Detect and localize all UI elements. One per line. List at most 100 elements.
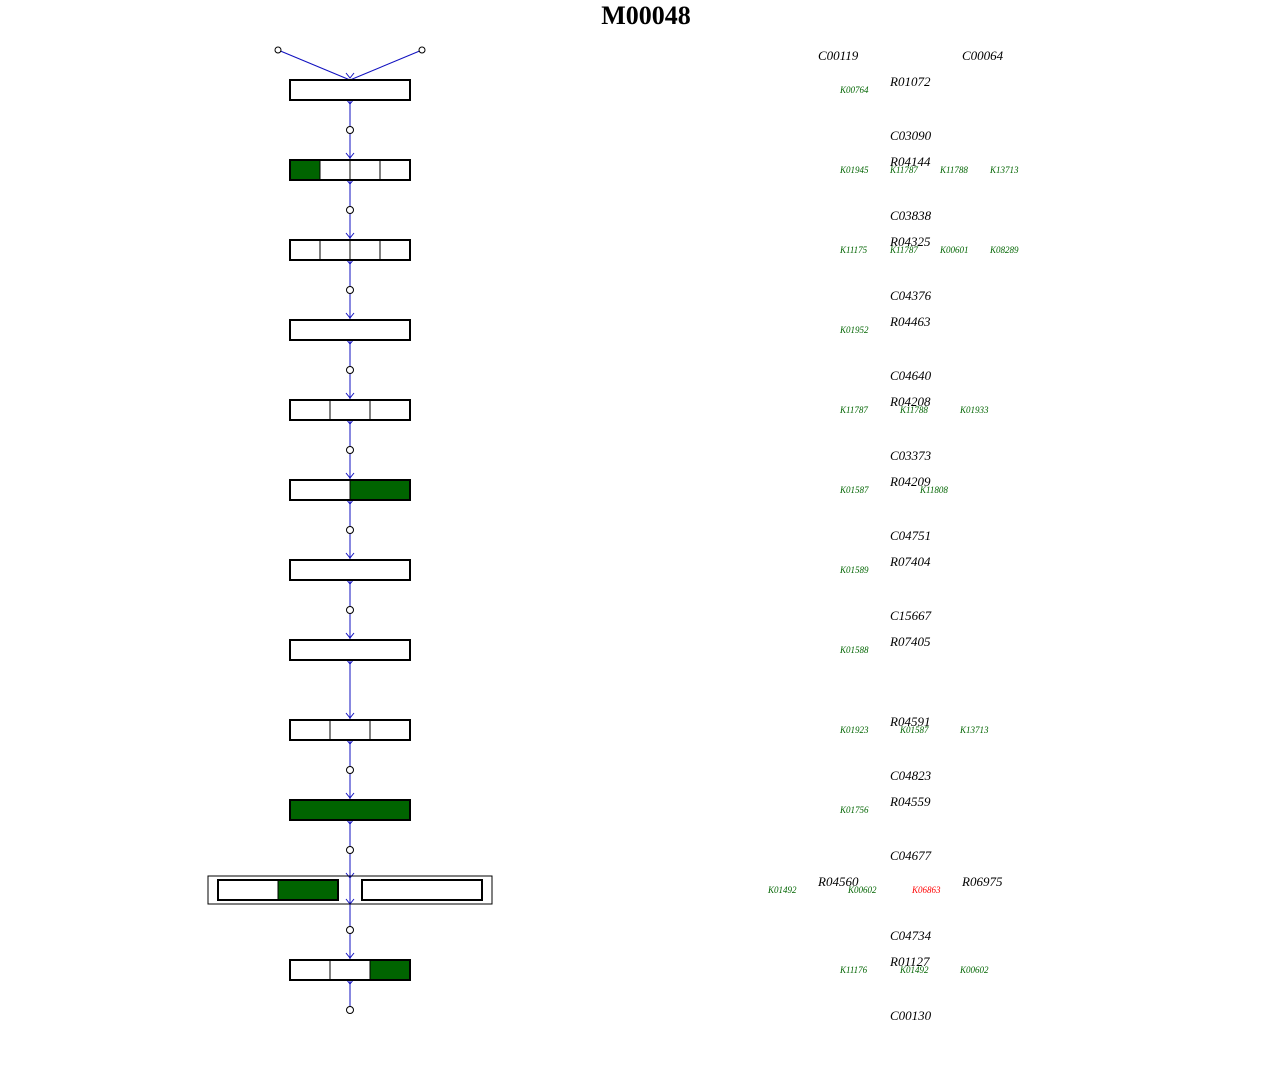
ko-label: K00602 (959, 965, 989, 975)
reaction-segment (361, 879, 483, 901)
reaction-segment (329, 399, 371, 421)
ko-label: K13713 (989, 165, 1019, 175)
reaction-segment (369, 399, 411, 421)
reaction-segment (289, 79, 411, 101)
reaction-box (289, 799, 411, 821)
reaction-segment (289, 159, 321, 181)
reaction-segment (277, 879, 339, 901)
compound-label: C15667 (890, 608, 932, 623)
ko-label: K01945 (839, 165, 869, 175)
reaction-label: R04559 (889, 794, 931, 809)
reaction-segment (329, 719, 371, 741)
reaction-label: R04144 (889, 154, 931, 169)
ko-label: K11788 (899, 405, 928, 415)
ko-label: K01933 (959, 405, 989, 415)
compound-label: C04823 (890, 768, 932, 783)
reaction-box (289, 319, 411, 341)
ko-label: K01587 (899, 725, 929, 735)
flow-arrow (345, 632, 355, 639)
reaction-segment (217, 879, 279, 901)
compound-node (346, 366, 354, 374)
reaction-segment (349, 159, 381, 181)
flow-arrow (345, 152, 355, 159)
compound-node (346, 926, 354, 934)
compound-label: C04677 (890, 848, 932, 863)
ko-label: K01587 (839, 485, 869, 495)
compound-label: C00119 (818, 48, 859, 63)
input-line-left (277, 49, 351, 81)
reaction-segment (289, 319, 411, 341)
compound-label: C04734 (890, 928, 932, 943)
ko-label: K11808 (919, 485, 948, 495)
compound-node (346, 126, 354, 134)
flow-arrow (345, 472, 355, 479)
reaction-label: R07404 (889, 554, 931, 569)
ko-label: K11787 (889, 245, 918, 255)
reaction-box (289, 559, 411, 581)
flow-arrow (345, 232, 355, 239)
module-title: M00048 (601, 1, 691, 30)
ko-label: K00602 (847, 885, 877, 895)
ko-label: K08289 (989, 245, 1019, 255)
reaction-label: R04463 (889, 314, 931, 329)
reaction-segment (379, 239, 411, 261)
reaction-label: R01127 (889, 954, 930, 969)
compound-node (274, 46, 282, 54)
ko-label: K01588 (839, 645, 869, 655)
compound-node (346, 446, 354, 454)
reaction-segment (319, 159, 351, 181)
compound-node (418, 46, 426, 54)
ko-label: K01923 (839, 725, 869, 735)
reaction-segment (369, 719, 411, 741)
compound-label: C03838 (890, 208, 932, 223)
compound-label: C00064 (962, 48, 1004, 63)
ko-label: K01756 (839, 805, 869, 815)
compound-node (346, 766, 354, 774)
flow-arrow (345, 712, 355, 719)
ko-label: K11175 (839, 245, 868, 255)
compound-label: C04751 (890, 528, 931, 543)
ko-label: K00764 (839, 85, 869, 95)
flow-arrow (345, 872, 355, 879)
ko-label: K06863 (911, 885, 941, 895)
flow-arrow (345, 72, 355, 79)
flow-arrow (345, 552, 355, 559)
reaction-label: R01072 (889, 74, 931, 89)
reaction-label: R04325 (889, 234, 931, 249)
reaction-segment (289, 239, 321, 261)
reaction-box (289, 639, 411, 661)
reaction-label: R04208 (889, 394, 931, 409)
compound-label: C04640 (890, 368, 932, 383)
ko-label: K01492 (899, 965, 929, 975)
compound-node (346, 606, 354, 614)
ko-label: K01589 (839, 565, 869, 575)
reaction-segment (329, 959, 371, 981)
compound-node (346, 206, 354, 214)
ko-label: K11176 (839, 965, 868, 975)
reaction-segment (289, 639, 411, 661)
reaction-segment (289, 399, 331, 421)
compound-label: C00130 (890, 1008, 932, 1023)
compound-label: C04376 (890, 288, 932, 303)
reaction-segment (289, 479, 351, 501)
reaction-label: R04560 (817, 874, 859, 889)
reaction-segment (379, 159, 411, 181)
reaction-box (289, 79, 411, 101)
reaction-segment (349, 479, 411, 501)
reaction-label: R04209 (889, 474, 931, 489)
alt-reaction-frame (207, 875, 493, 905)
reaction-box (289, 479, 411, 501)
reaction-segment (289, 799, 411, 821)
reaction-box (217, 879, 339, 901)
reaction-box (289, 959, 411, 981)
compound-label: C03373 (890, 448, 932, 463)
flow-arrow (345, 952, 355, 959)
compound-node (346, 846, 354, 854)
reaction-segment (289, 719, 331, 741)
flow-arrow (345, 392, 355, 399)
reaction-segment (289, 959, 331, 981)
ko-label: K11787 (889, 165, 918, 175)
reaction-segment (289, 559, 411, 581)
